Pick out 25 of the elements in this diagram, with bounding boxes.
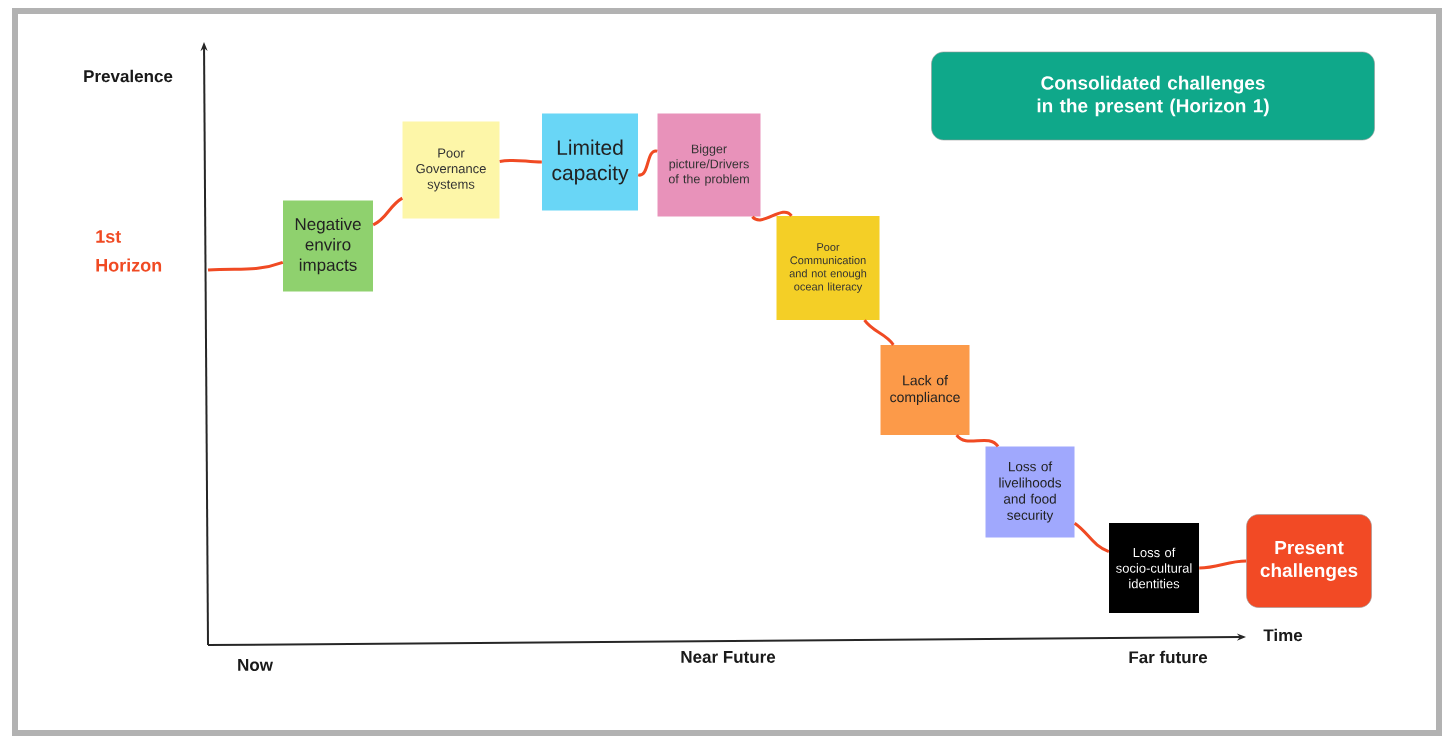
curve-line — [863, 319, 895, 346]
status-box: Present challenges — [1246, 514, 1372, 608]
curve-line — [372, 196, 404, 227]
sticky-note: Poor Communication and not enough ocean literacy — [776, 216, 880, 320]
sticky-note: Limited capacity — [542, 113, 638, 211]
sticky-note: Loss of livelihoods and food security — [985, 446, 1075, 538]
sticky-note: Negative enviro impacts — [283, 200, 373, 292]
curve-line — [638, 149, 658, 177]
axis-label: Far future — [1129, 650, 1208, 664]
sticky-note: Loss of socio-cultural identities — [1109, 523, 1199, 613]
sticky-note: Bigger picture/Drivers of the problem — [657, 113, 761, 217]
sticky-note: Lack of compliance — [880, 345, 970, 435]
sticky-note: Poor Governance systems — [402, 121, 500, 219]
curve-line — [751, 210, 793, 222]
curve-line — [1199, 559, 1247, 570]
axis-label: 1st Horizon — [96, 230, 162, 272]
axis-label: Time — [1263, 628, 1303, 642]
curve-line — [499, 158, 542, 164]
curve-line — [1073, 522, 1110, 553]
curve-line — [955, 434, 1000, 448]
curve-line — [207, 261, 284, 272]
axis-label: Now — [238, 659, 273, 671]
axis-label: Prevalence — [84, 69, 173, 83]
axis-label: Near Future — [681, 651, 776, 663]
heading-box: Consolidated challenges in the present (Horizon 1) — [931, 51, 1375, 141]
